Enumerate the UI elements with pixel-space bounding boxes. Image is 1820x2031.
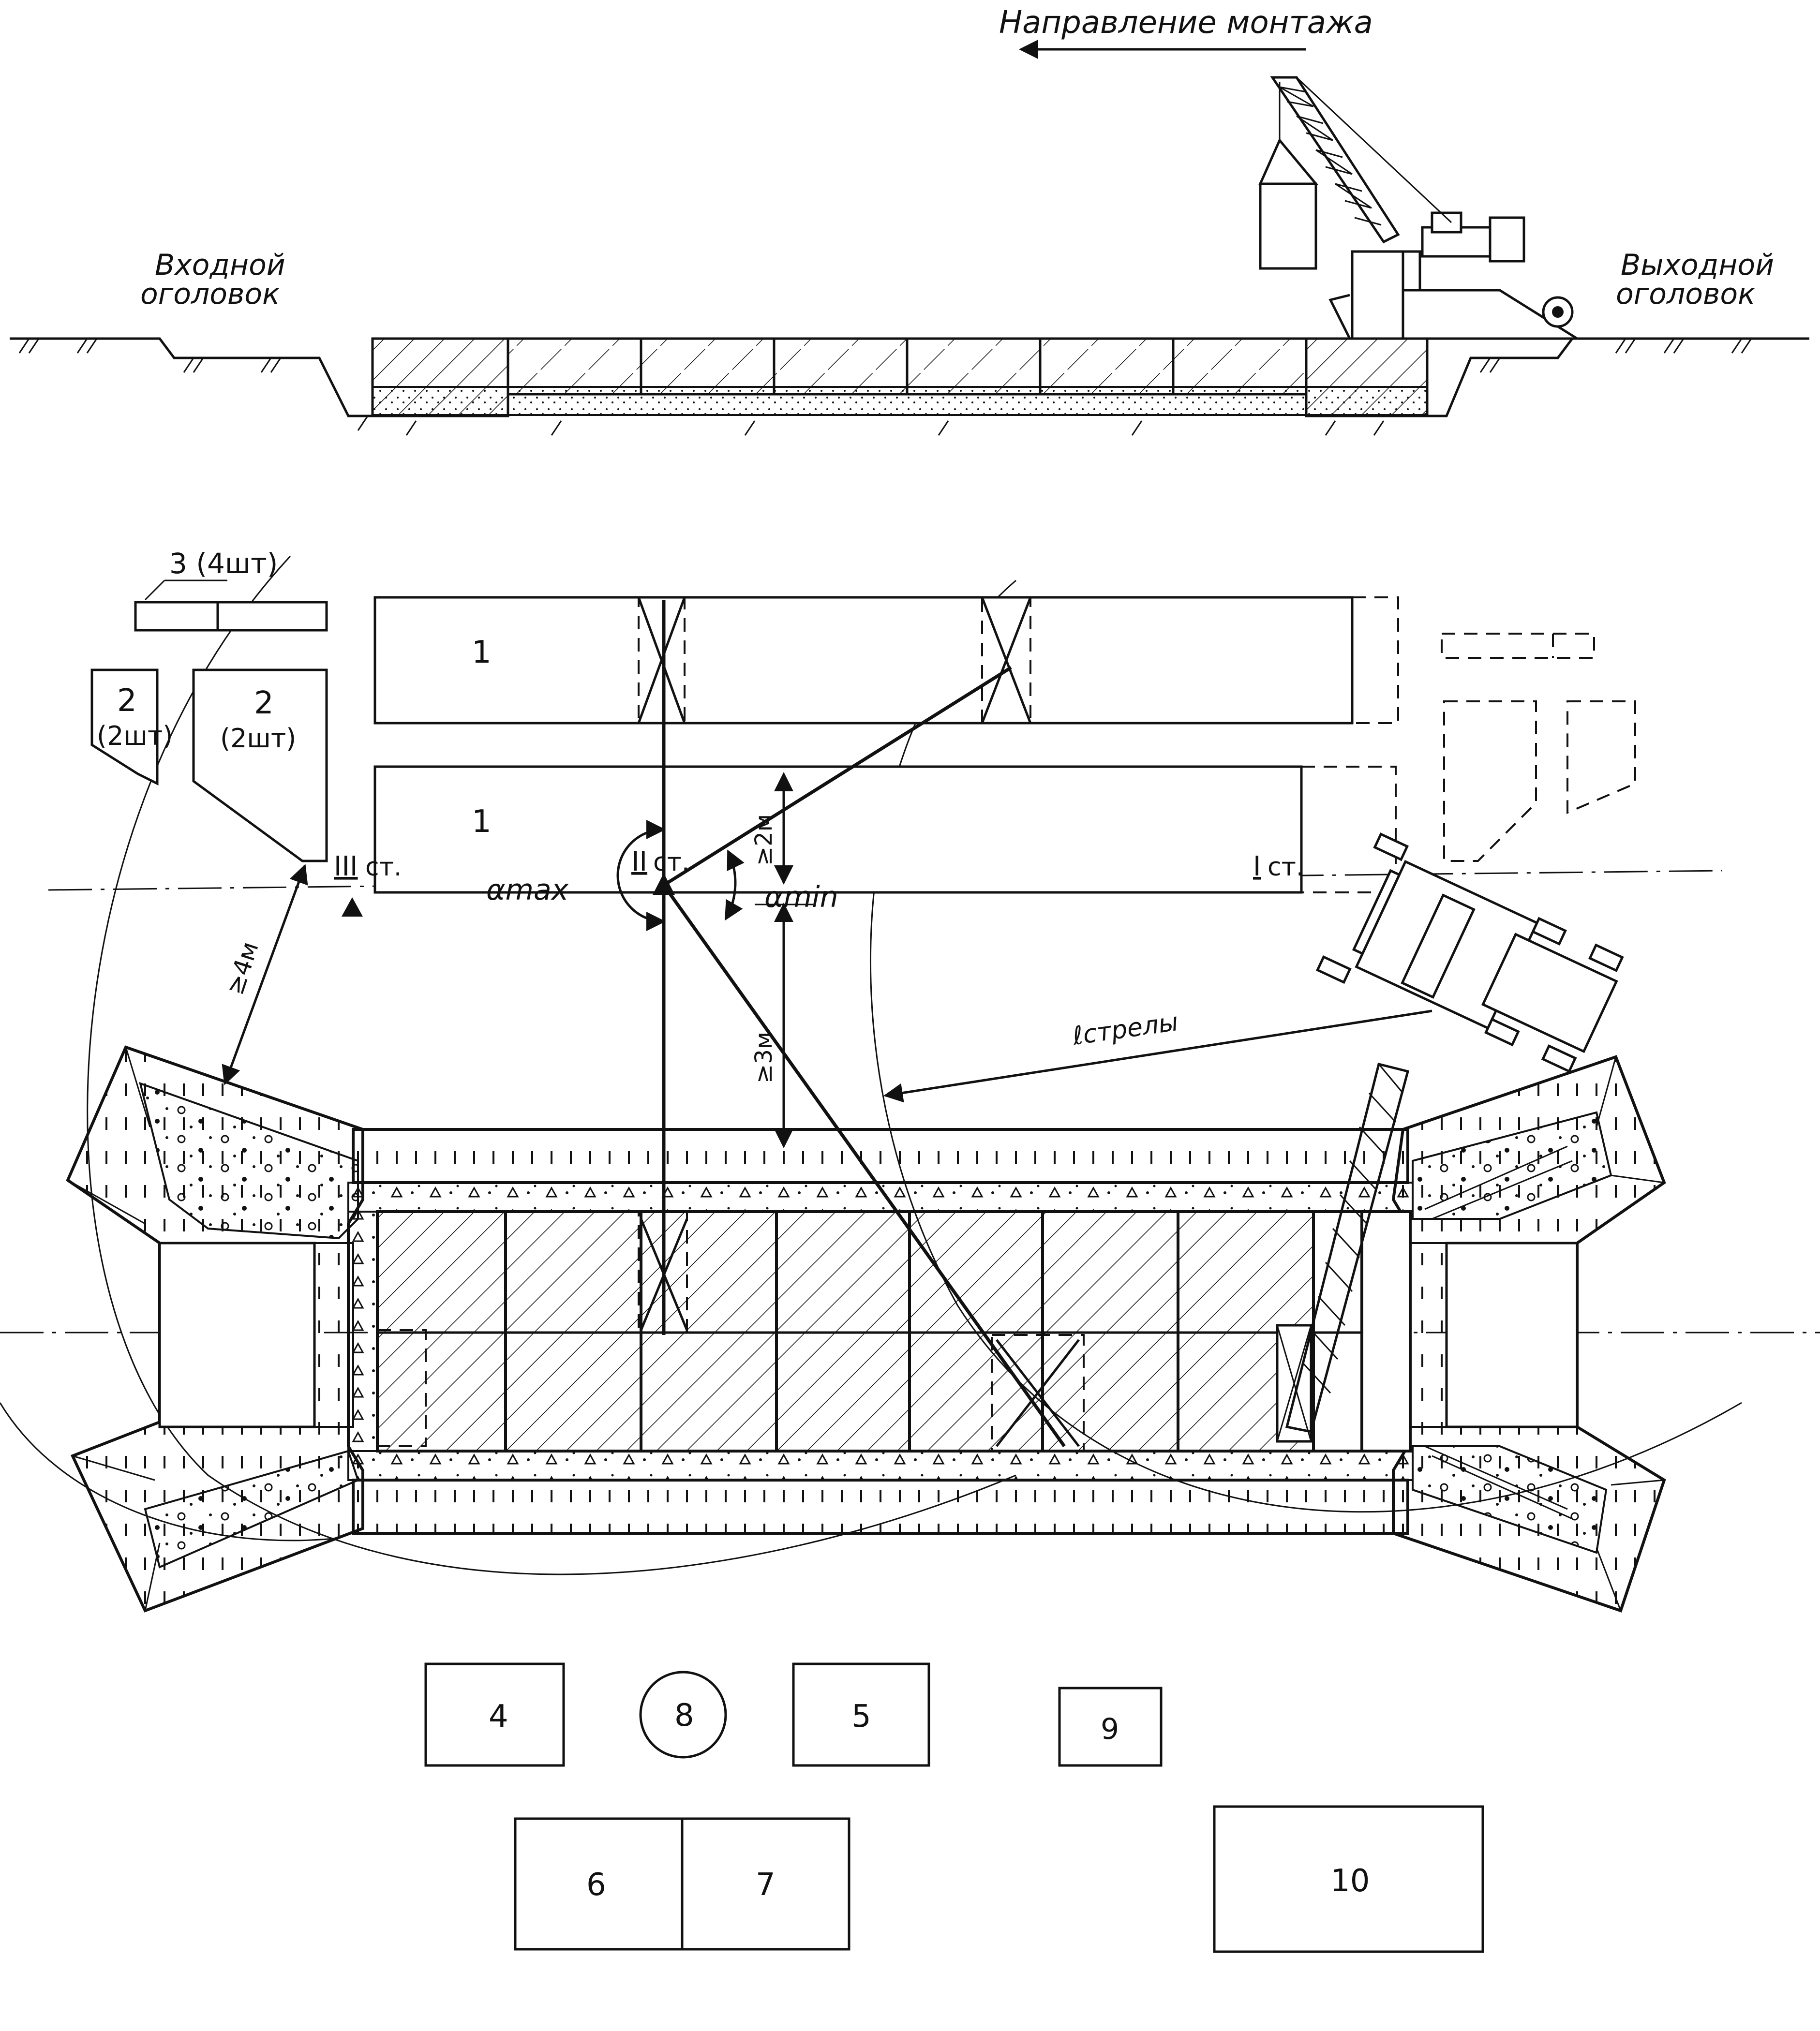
inlet-head-plan bbox=[66, 1045, 364, 1613]
site-box-6-label: 6 bbox=[586, 1867, 606, 1903]
station-I-suffix: ст. bbox=[1268, 853, 1304, 882]
outlet-head-plan bbox=[1391, 1055, 1666, 1613]
crane-travel-axis bbox=[48, 870, 1723, 891]
culvert-body-plan bbox=[347, 1128, 1414, 1535]
inlet-label-line1: Входной bbox=[155, 248, 285, 282]
ground-right bbox=[1422, 337, 1809, 417]
storage-item-2-small-label: 2 bbox=[117, 683, 137, 719]
outlet-end-section bbox=[1305, 337, 1429, 417]
storage-item-2-small: 2 (2шт) bbox=[90, 668, 173, 786]
inlet-end-section bbox=[371, 337, 509, 417]
station-III-marker bbox=[342, 897, 363, 917]
dim-2m-label: ≥2м bbox=[750, 814, 777, 866]
site-box-4-label: 4 bbox=[489, 1699, 508, 1735]
storage-item-2-small-qty: (2шт) bbox=[97, 721, 173, 751]
storage-item-1-bottom: 1 bbox=[373, 765, 1397, 894]
site-box-8: 8 bbox=[639, 1671, 727, 1759]
boom-length-label: ℓстрелы bbox=[1070, 1008, 1180, 1051]
site-box-8-label: 8 bbox=[674, 1698, 694, 1734]
station-I: I ст. bbox=[1253, 851, 1304, 882]
storage-item-1-top-label: 1 bbox=[472, 635, 492, 670]
dim-4m: ≥4м bbox=[221, 864, 308, 1085]
longitudinal-section: Входной оголовок Выходной оголовок bbox=[10, 76, 1809, 436]
mounting-direction: Направление монтажа bbox=[999, 5, 1373, 59]
ground-left bbox=[10, 337, 377, 417]
culvert-links bbox=[507, 337, 1308, 396]
storage-item-2-large: 2 (2шт) bbox=[192, 668, 328, 862]
outlet-label-line1: Выходной bbox=[1621, 248, 1774, 282]
storage-item-3: 3 (4шт) bbox=[134, 547, 328, 632]
site-box-10: 10 bbox=[1213, 1805, 1484, 1953]
storage-item-2-large-qty: (2шт) bbox=[220, 723, 296, 754]
station-III-suffix: ст. bbox=[365, 853, 402, 882]
site-box-5: 5 bbox=[792, 1662, 930, 1767]
storage-item-1-bottom-label: 1 bbox=[472, 804, 492, 840]
site-box-7: 7 bbox=[681, 1817, 850, 1951]
alpha-max-label: αmax bbox=[486, 873, 569, 907]
dim-3m-label: ≥3м bbox=[750, 1032, 777, 1083]
site-box-4: 4 bbox=[424, 1662, 565, 1767]
dim-4m-label: ≥4м bbox=[221, 938, 264, 998]
ground-ticks bbox=[18, 338, 1752, 436]
station-III: III ст. bbox=[334, 851, 402, 917]
station-I-numeral: I bbox=[1253, 851, 1261, 882]
site-box-5-label: 5 bbox=[851, 1699, 871, 1735]
crawler-crane-plan: ℓстрелы bbox=[883, 832, 1624, 1433]
storage-used-outline bbox=[1441, 633, 1636, 862]
storage-item-1-top: 1 bbox=[373, 596, 1399, 725]
station-II-numeral: II bbox=[631, 846, 647, 877]
site-box-9: 9 bbox=[1058, 1687, 1163, 1767]
storage-item-2-large-label: 2 bbox=[254, 685, 274, 721]
station-III-numeral: III bbox=[334, 851, 358, 882]
plan-view: 3 (4шт) 2 (2шт) 2 (2шт) 1 bbox=[0, 547, 1820, 1953]
alpha-min-label: αmin bbox=[764, 880, 838, 914]
mounting-direction-label: Направление монтажа bbox=[999, 5, 1373, 41]
slew-geometry-station-II: αmax αmin ≥3м ≥2м bbox=[486, 600, 1066, 1448]
inlet-label-line2: оголовок bbox=[140, 277, 280, 311]
site-box-7-label: 7 bbox=[756, 1867, 776, 1903]
site-box-10-label: 10 bbox=[1330, 1863, 1370, 1899]
site-box-9-label: 9 bbox=[1101, 1712, 1119, 1746]
site-box-6: 6 bbox=[514, 1817, 684, 1951]
storage-item-3-label: 3 (4шт) bbox=[169, 547, 278, 580]
outlet-label-line2: оголовок bbox=[1616, 277, 1755, 311]
crawler-crane-side-view bbox=[1258, 76, 1581, 340]
